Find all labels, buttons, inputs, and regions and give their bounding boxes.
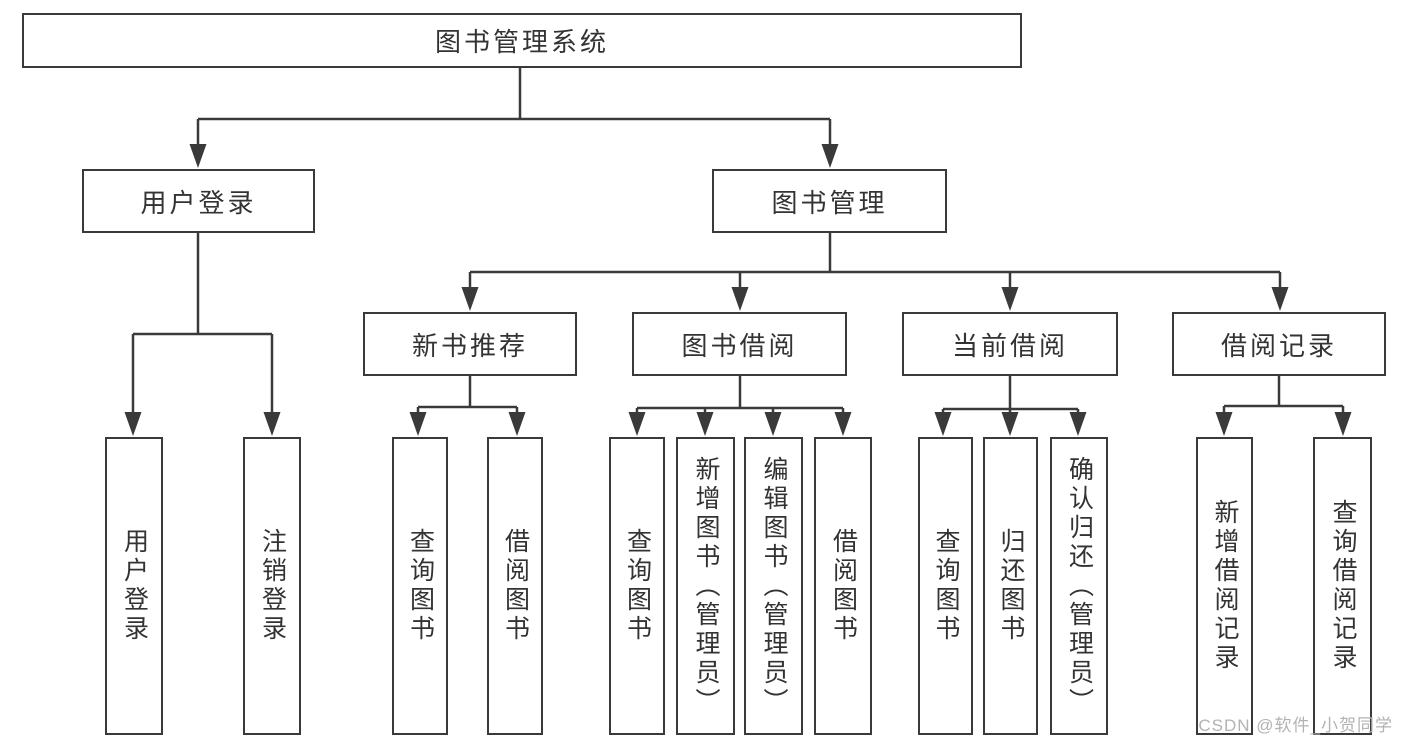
node-user-login: 用户登录 [82,169,315,233]
leaf-borrow-books: 借阅图书 [814,437,872,735]
connector-book-management-children [461,233,1289,311]
node-label: 查询图书 [406,528,435,644]
node-label: 用户登录 [120,528,149,644]
node-label: 当前借阅 [951,330,1068,361]
connector-new-book-children [409,376,526,436]
node-label: 查询图书 [932,528,960,644]
leaf-add-borrow-record: 新增借阅记录 [1196,437,1253,735]
node-book-management: 图书管理 [712,169,947,233]
leaf-user-login: 用户登录 [105,437,163,735]
leaf-edit-books-admin: 编辑图书（管理员） [744,437,803,735]
leaf-query-books-current: 查询图书 [918,437,973,735]
leaf-borrow-books-recommend: 借阅图书 [487,437,543,735]
node-label: 借阅图书 [829,528,858,644]
leaf-confirm-return-admin: 确认归还（管理员） [1050,437,1108,735]
node-label: 确认归还（管理员） [1065,455,1094,717]
node-label: 图书管理系统 [434,27,609,57]
node-label: 图书管理 [771,187,888,218]
leaf-logout: 注销登录 [243,437,301,735]
node-label: 归还图书 [997,528,1025,644]
connector-borrow-records-children [1215,376,1352,436]
leaf-query-books-borrow: 查询图书 [609,437,665,735]
connector-root-to-level2 [189,68,839,168]
node-label: 借阅图书 [501,528,530,644]
node-label: 新增图书（管理员） [692,455,720,717]
leaf-return-books: 归还图书 [983,437,1038,735]
node-label: 用户登录 [140,187,257,218]
node-label: 注销登录 [258,528,287,644]
node-label: 借阅记录 [1220,330,1337,361]
node-label: 查询图书 [623,528,652,644]
leaf-query-books-recommend: 查询图书 [392,437,448,735]
leaf-query-borrow-record: 查询借阅记录 [1313,437,1372,735]
csdn-watermark: CSDN @软件_小贺同学 [1198,716,1393,735]
node-current-borrow: 当前借阅 [902,312,1118,376]
node-label: 查询借阅记录 [1329,499,1357,673]
connector-book-borrow-children [628,376,852,436]
node-book-borrow: 图书借阅 [632,312,847,376]
connector-user-login-children [124,233,281,436]
node-root-library-system: 图书管理系统 [22,13,1022,68]
leaf-add-books-admin: 新增图书（管理员） [676,437,735,735]
node-new-book-recommend: 新书推荐 [363,312,577,376]
node-borrow-records: 借阅记录 [1172,312,1386,376]
node-label: 新书推荐 [411,330,528,361]
connector-current-borrow-children [934,376,1087,436]
node-label: 编辑图书（管理员） [760,455,788,717]
node-label: 新增借阅记录 [1211,499,1239,673]
node-label: 图书借阅 [681,330,798,361]
